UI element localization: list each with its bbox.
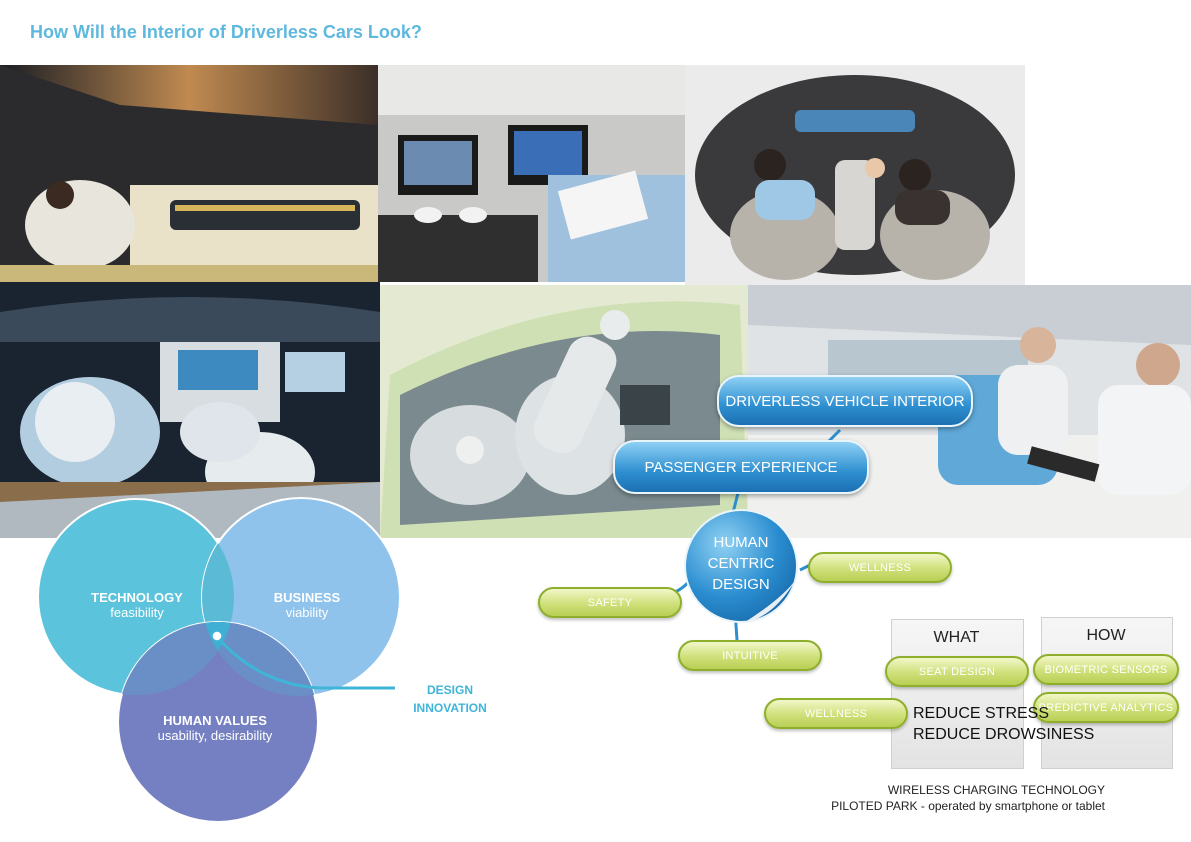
venn-overlap-tech-human <box>118 622 234 695</box>
pill-biometric-sensors: BIOMETRIC SENSORS <box>1033 654 1179 685</box>
venn-business-title: BUSINESS <box>273 590 341 605</box>
photo-couple-topdown-car <box>685 65 1025 287</box>
column-how-header: HOW <box>1086 627 1126 644</box>
photo-lounge-concept-car <box>0 282 380 538</box>
page-title: How Will the Interior of Driverless Cars… <box>30 22 422 42</box>
venn-human-sub: usability, desirability <box>157 728 273 743</box>
venn-human-title: HUMAN VALUES <box>163 713 267 728</box>
photo-regus-office-car <box>378 65 685 282</box>
venn-technology-title: TECHNOLOGY <box>91 590 183 605</box>
design-innovation-line-2: INNOVATION <box>413 701 487 715</box>
pill-seat-design: SEAT DESIGN <box>885 656 1029 687</box>
pill-safety: SAFETY <box>538 587 682 618</box>
reduce-stress: REDUCE STRESS <box>913 705 1050 722</box>
pill-predictive-analytics: PREDICTIVE ANALYTICS <box>1033 692 1179 723</box>
human-centric-line-2: CENTRIC <box>707 555 775 572</box>
human-centric-line-1: HUMAN <box>713 534 769 551</box>
pill-wellness-bottom: WELLNESS <box>764 698 908 729</box>
node-human-centric-design: HUMAN CENTRIC DESIGN <box>683 508 799 624</box>
photo-man-reading-car <box>0 65 378 282</box>
venn-label-technology: TECHNOLOGY feasibility <box>67 590 207 620</box>
pill-intuitive: INTUITIVE <box>678 640 822 671</box>
venn-diagram <box>37 497 401 823</box>
column-what <box>891 619 1024 769</box>
notes: WIRELESS CHARGING TECHNOLOGY PILOTED PAR… <box>780 782 1105 814</box>
design-innovation-line-1: DESIGN <box>426 683 473 697</box>
reduce-list: REDUCE STRESS REDUCE DROWSINESS <box>913 703 1094 745</box>
venn-label-business: BUSINESS viability <box>237 590 377 620</box>
note-piloted-park: PILOTED PARK - operated by smartphone or… <box>831 799 1105 813</box>
design-innovation-pointer <box>215 635 395 690</box>
venn-label-human-values: HUMAN VALUES usability, desirability <box>130 713 300 743</box>
pill-wellness-top: WELLNESS <box>808 552 952 583</box>
node-passenger-experience: PASSENGER EXPERIENCE <box>613 440 869 494</box>
venn-technology-sub: feasibility <box>110 605 164 620</box>
human-centric-line-3: DESIGN <box>712 576 770 593</box>
design-innovation-dot <box>211 630 223 642</box>
venn-overlap-business-human <box>202 622 318 696</box>
note-wireless-charging: WIRELESS CHARGING TECHNOLOGY <box>887 783 1105 797</box>
design-innovation-label: DESIGN INNOVATION <box>400 681 500 717</box>
reduce-drowsiness: REDUCE DROWSINESS <box>913 726 1095 743</box>
node-driverless-vehicle-interior: DRIVERLESS VEHICLE INTERIOR <box>717 375 973 427</box>
column-what-header: WHAT <box>933 629 980 646</box>
venn-business-sub: viability <box>285 605 329 620</box>
